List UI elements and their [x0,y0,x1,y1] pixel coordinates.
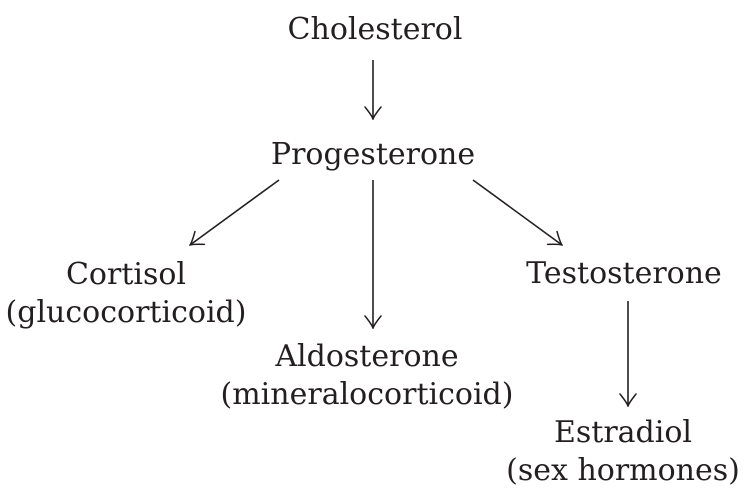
node-aldosterone-sublabel: (mineralocorticoid) [220,377,514,412]
arrow-progesterone-to-testosterone [472,179,562,245]
node-cortisol-label: Cortisol [65,257,187,292]
node-cortisol-sublabel: (glucocorticoid) [5,295,247,330]
node-estradiol: Estradiol (sex hormones) [506,414,740,490]
node-aldosterone: Aldosterone (mineralocorticoid) [221,338,514,414]
node-aldosterone-label: Aldosterone [275,339,459,374]
node-testosterone-label: Testosterone [526,256,722,291]
node-cholesterol-label: Cholesterol [287,12,463,47]
node-cholesterol: Cholesterol [288,11,463,49]
node-estradiol-label: Estradiol [553,415,693,450]
node-progesterone-label: Progesterone [270,137,476,172]
arrow-progesterone-to-cortisol [190,179,280,245]
node-cortisol: Cortisol (glucocorticoid) [6,256,247,332]
node-progesterone: Progesterone [271,136,475,174]
node-testosterone: Testosterone [526,255,722,293]
node-estradiol-sublabel: (sex hormones) [506,453,740,488]
